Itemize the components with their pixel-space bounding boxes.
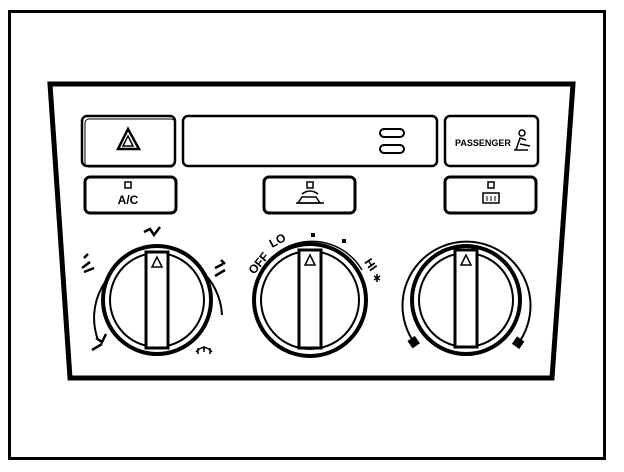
floor-defrost-icon <box>214 259 226 278</box>
indicator-slot-icon <box>379 144 405 154</box>
hazard-button[interactable] <box>80 114 177 168</box>
fan-lo-label: LO <box>267 230 288 250</box>
hazard-triangle-icon <box>115 126 142 151</box>
recirculation-button[interactable] <box>262 175 357 215</box>
bilevel-icon <box>143 226 161 238</box>
pointer-triangle-icon <box>459 253 473 266</box>
defrost-icon <box>195 346 213 354</box>
ac-label: A/C <box>118 193 139 207</box>
ac-button[interactable]: A/C <box>83 175 178 215</box>
passenger-airbag-indicator: PASSENGER <box>443 114 540 168</box>
recirc-indicator-light <box>306 181 314 189</box>
mode-knob-grip <box>144 250 170 350</box>
display-panel <box>181 114 439 168</box>
fan-speed-knob[interactable]: OFF LO HI <box>246 230 381 358</box>
floor-icon <box>91 333 108 352</box>
mode-selector-knob[interactable] <box>81 226 226 356</box>
rear-defrost-indicator-light <box>487 181 495 189</box>
rear-defrost-icon <box>482 192 500 204</box>
indicator-slot-icon <box>379 128 405 138</box>
airbag-seat-icon <box>514 129 531 151</box>
fan-speed-tick <box>311 233 315 237</box>
ac-indicator-light <box>124 181 132 189</box>
passenger-label: PASSENGER <box>455 138 511 148</box>
cold-marker-icon <box>407 335 420 349</box>
vent-face-icon <box>81 253 95 274</box>
fan-speed-tick <box>342 239 346 243</box>
fan-knob-grip <box>297 248 323 350</box>
temperature-knob[interactable] <box>401 240 532 356</box>
pointer-triangle-icon <box>303 253 317 266</box>
rear-defrost-button[interactable] <box>443 175 538 215</box>
temp-knob-grip <box>453 248 479 349</box>
pointer-triangle-icon <box>150 255 164 268</box>
recirculation-car-icon <box>296 190 324 204</box>
fan-icon <box>373 274 381 282</box>
hot-marker-icon <box>511 336 525 349</box>
